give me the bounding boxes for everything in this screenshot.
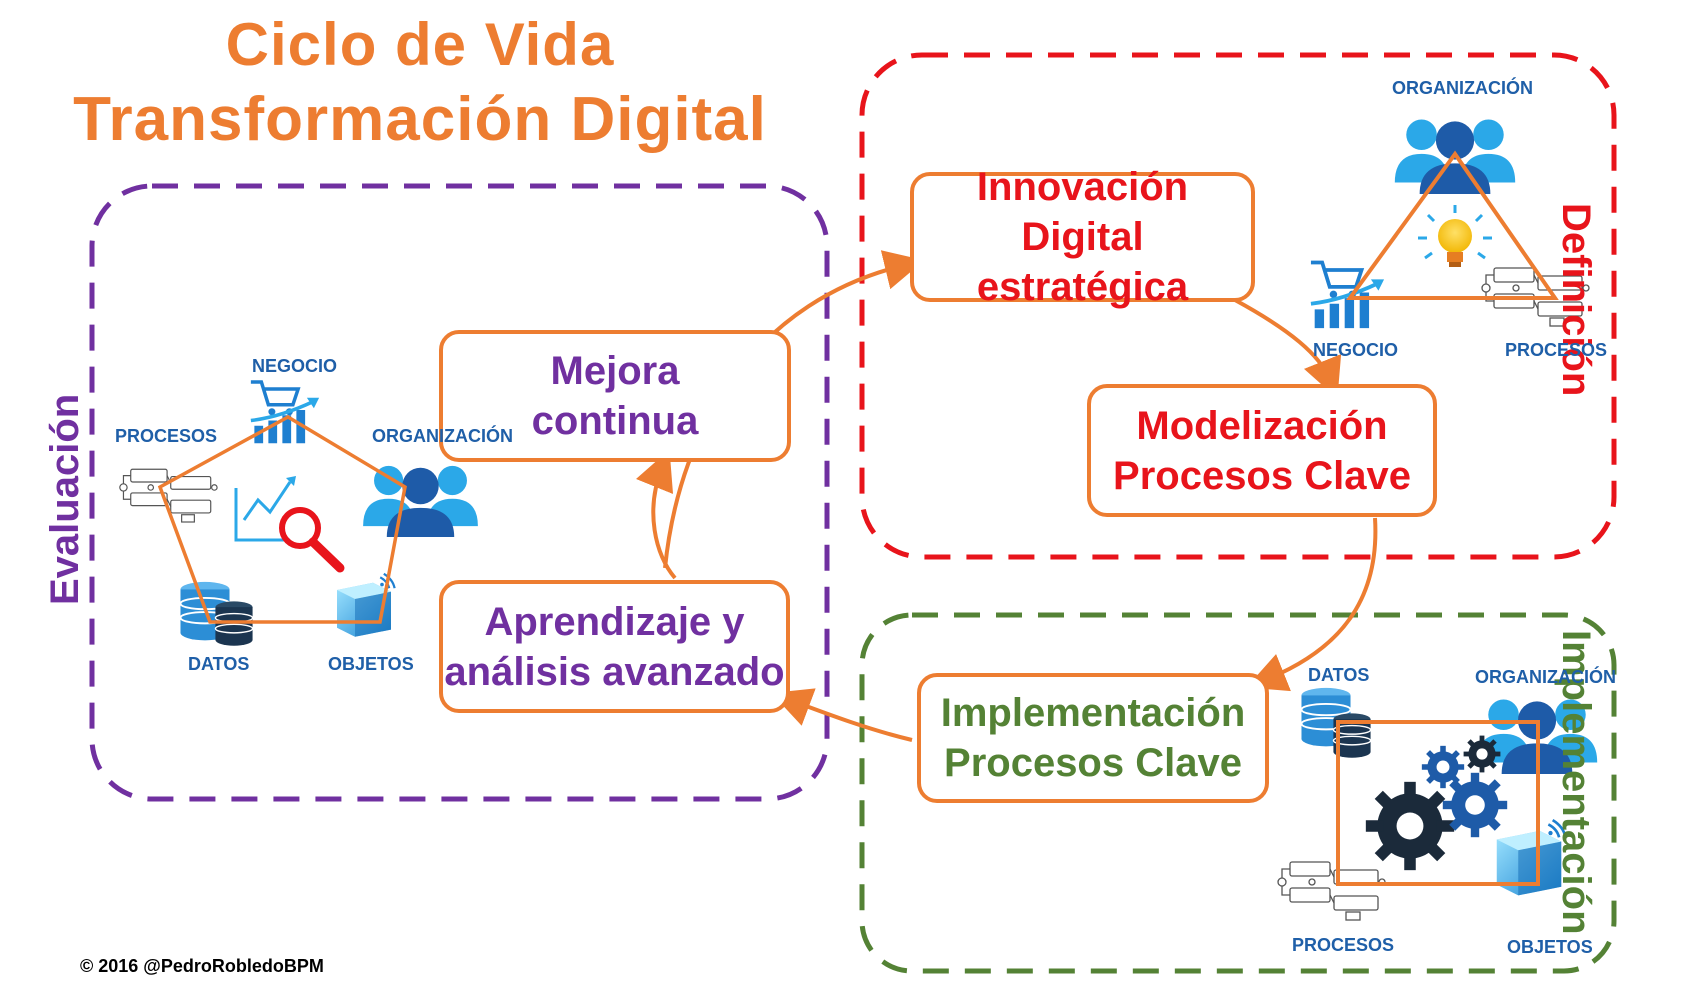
negocio-icon [1309,260,1386,330]
label-objetos-eval: OBJETOS [328,654,414,674]
label-datos-impl: DATOS [1308,665,1370,685]
label-procesos-def: PROCESOS [1505,340,1608,360]
definicion-cluster [1309,119,1590,330]
procesos-icon-impl [1277,861,1386,921]
arrow-modelizacion-to-implementacion [1246,517,1378,692]
label-negocio-eval: NEGOCIO [252,356,338,376]
label-datos-eval: DATOS [188,654,250,674]
label-organizacion-eval: ORGANIZACIÓN [372,426,513,446]
implementacion-cluster [1277,686,1598,921]
box-implementacion: Implementación Procesos Clave [917,673,1269,803]
label-organizacion-impl: ORGANIZACIÓN [1475,667,1616,687]
label-objetos-impl: OBJETOS [1507,937,1593,957]
organizacion-icon-eval [363,465,478,537]
box-modelizacion-line-1: Modelización [1136,403,1388,448]
label-negocio-def: NEGOCIO [1313,340,1399,360]
arrow-innovacion-to-modelizacion [1234,298,1342,399]
arrow-aprendizaje-to-mejora [635,449,677,580]
label-procesos-impl: PROCESOS [1292,935,1395,955]
box-aprendizaje: Aprendizaje y análisis avanzado [439,580,790,713]
label-procesos-eval: PROCESOS [115,426,218,446]
box-implementacion-line-1: Implementación [940,691,1246,735]
box-aprendizaje-line-1: Aprendizaje y [484,599,745,644]
copyright-credit: © 2016 @PedroRobledoBPM [80,956,324,976]
box-mejora-continua: Mejora continua [439,330,791,462]
arrow-implementacion-to-aprendizaje [771,688,913,742]
evaluacion-cluster [119,380,478,647]
box-aprendizaje-line-2: análisis avanzado [444,649,785,694]
implementacion-region [859,612,1617,974]
negocio-icon-eval [249,380,321,445]
label-organizacion-def: ORGANIZACIÓN [1392,78,1533,98]
gears-icon [1365,735,1508,871]
box-mejora-line-1: Mejora [550,349,680,393]
stage-label-evaluacion: Evaluación [43,393,87,605]
box-mejora-line-2: continua [531,399,699,443]
evaluacion-region [89,183,830,802]
title-line-1: Ciclo de Vida [225,11,615,78]
implementacion-frame [1336,720,1540,886]
box-innovacion-line-2: estratégica [976,265,1189,309]
box-innovacion-digital: Innovación Digital estratégica [910,165,1255,309]
box-innovacion-line-1: Innovación Digital [976,165,1189,259]
title-line-2: Transformación Digital [73,85,767,154]
evaluacion-pentagon [157,414,407,624]
box-modelizacion: Modelización Procesos Clave [1087,384,1437,517]
box-implementacion-line-2: Procesos Clave [944,741,1242,785]
box-modelizacion-line-2: Procesos Clave [1113,453,1411,498]
analytics-icon [234,476,345,573]
definicion-region [859,52,1617,560]
stage-label-definicion: Definición [1554,203,1598,397]
lightbulb-icon [1418,205,1492,267]
definicion-triangle [1346,150,1559,300]
